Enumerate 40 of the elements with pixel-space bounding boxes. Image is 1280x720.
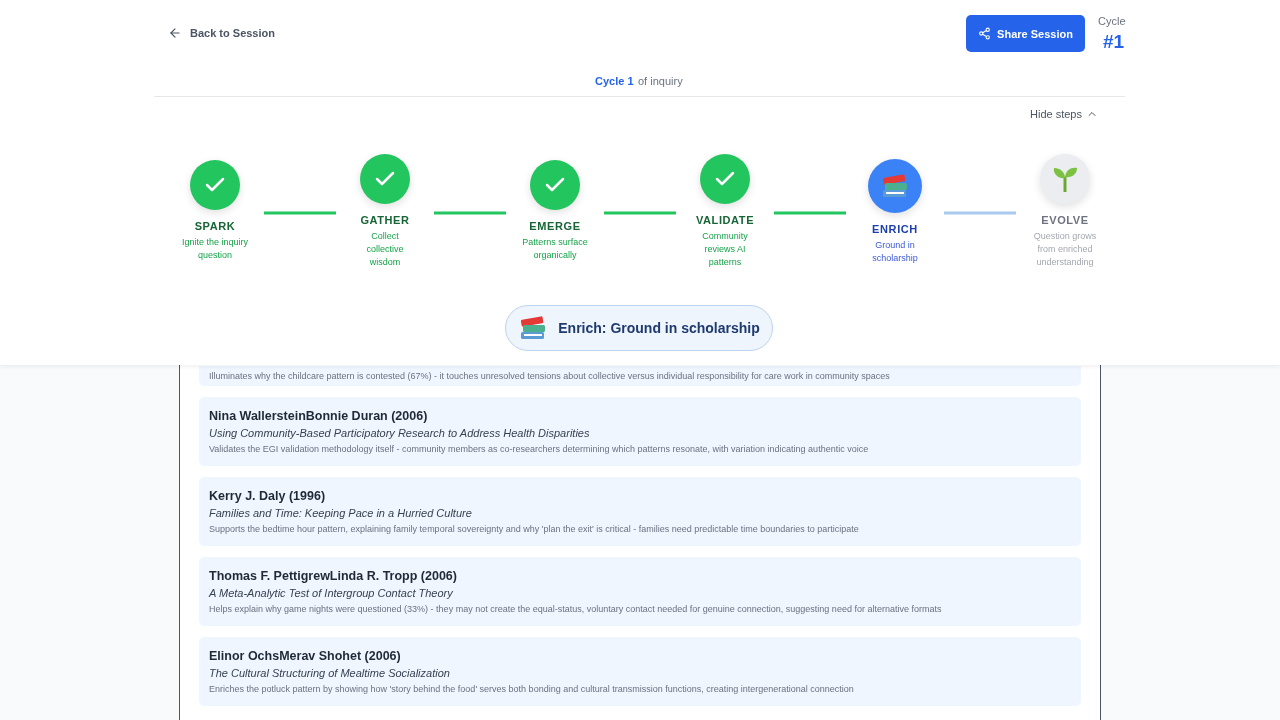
- step-description: Ignite the inquiry question: [180, 236, 249, 262]
- step-connector: [264, 211, 336, 215]
- step-description: Patterns surface organically: [521, 236, 589, 262]
- citation-title: Using Community-Based Participatory Research to Address Health Disparities: [209, 427, 591, 439]
- step-title: SPARK: [194, 220, 236, 232]
- cycle-indicator: Cycle 1: [595, 75, 634, 87]
- hide-steps-toggle: Hide steps: [1030, 108, 1098, 120]
- card-note: Helps explain why game nights were questioned (33%) - they may not create the equal-status, voluntary contact needed for genuine connection, suggesting need for alternative formats: [209, 604, 943, 614]
- citation-author: Kerry J. Daly (1996): [209, 489, 327, 503]
- share-button: Share Session: [966, 15, 1085, 52]
- step-connector: [774, 211, 846, 215]
- citation-title: A Meta-Analytic Test of Intergroup Contact Theory: [209, 587, 454, 599]
- citation-title: The Cultural Structuring of Mealtime Socialization: [209, 667, 451, 679]
- cycle-number: #1: [1103, 31, 1125, 53]
- cycle-caption: Cycle: [1098, 15, 1126, 27]
- cycle-suffix: of inquiry: [638, 75, 683, 87]
- citation-author: Nina WallersteinBonnie Duran (2006): [209, 409, 429, 423]
- step-description: Question grows from enriched understanding: [1032, 230, 1098, 269]
- step-description: Ground in scholarship: [871, 239, 919, 265]
- citation-card: [199, 366, 1081, 386]
- card-note: Illuminates why the childcare pattern is contested (67%) - it touches unresolved tensions about collective versus individual responsibility for care work in community spaces: [209, 371, 891, 381]
- card-note: Enriches the potluck pattern by showing how 'story behind the food' serves both bonding and cultural transmission functions, creating intergenerational connection: [209, 684, 855, 694]
- citation-author: Thomas F. PettigrewLinda R. Tropp (2006): [209, 569, 458, 583]
- step-title: ENRICH: [872, 223, 918, 235]
- step-description: Community reviews AI patterns: [701, 230, 749, 269]
- step-connector: [604, 211, 676, 215]
- step-title: GATHER: [360, 214, 410, 226]
- card-note: Validates the EGI validation methodology itself - community members as co-researchers determining which patterns resonate, with variation indicating authentic voice: [209, 444, 870, 454]
- step-connector: [944, 211, 1016, 215]
- step-title: EVOLVE: [1041, 214, 1089, 226]
- stage-badge: [505, 305, 773, 351]
- card-note: Supports the bedtime hour pattern, explaining family temporal sovereignty and why 'plan the exit' is critical - families need predictable time boundaries to participate: [209, 524, 860, 534]
- step-description: Collect collective wisdom: [365, 230, 405, 269]
- step-title: VALIDATE: [695, 214, 755, 226]
- step-title: EMERGE: [529, 220, 581, 232]
- citation-title: Families and Time: Keeping Pace in a Hurried Culture: [209, 507, 473, 519]
- step-connector: [434, 211, 506, 215]
- back-link: Back to Session: [166, 24, 277, 42]
- citation-author: Elinor OchsMerav Shohet (2006): [209, 649, 402, 663]
- stage-badge-text: Enrich: Ground in scholarship: [558, 320, 760, 336]
